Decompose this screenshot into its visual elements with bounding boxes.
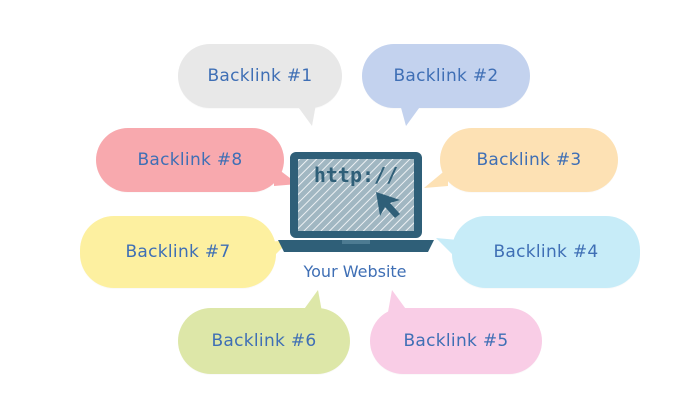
backlink-label-4: Backlink #4 bbox=[493, 242, 599, 262]
backlink-bubble-8: Backlink #8 bbox=[96, 128, 284, 192]
backlink-label-7: Backlink #7 bbox=[125, 242, 231, 262]
cursor-arrow-icon bbox=[376, 192, 400, 218]
backlink-bubble-5: Backlink #5 bbox=[370, 308, 542, 374]
backlink-label-6: Backlink #6 bbox=[211, 331, 317, 351]
backlink-bubble-2: Backlink #2 bbox=[362, 44, 530, 108]
backlink-bubble-1: Backlink #1 bbox=[178, 44, 342, 108]
backlink-bubble-7: Backlink #7 bbox=[80, 216, 276, 288]
backlink-bubble-4: Backlink #4 bbox=[452, 216, 640, 288]
laptop-base bbox=[278, 240, 434, 252]
backlink-label-2: Backlink #2 bbox=[393, 66, 499, 86]
backlink-label-3: Backlink #3 bbox=[476, 150, 582, 170]
url-text: http:// bbox=[314, 163, 398, 187]
bubble-tail-3 bbox=[424, 168, 448, 188]
bubble-tail-4 bbox=[436, 238, 458, 258]
bubble-tail-1 bbox=[296, 104, 316, 126]
your-website-label: Your Website bbox=[303, 262, 407, 281]
backlink-label-5: Backlink #5 bbox=[403, 331, 509, 351]
bubble-tail-6 bbox=[302, 290, 322, 312]
backlink-bubble-3: Backlink #3 bbox=[440, 128, 618, 192]
backlink-label-1: Backlink #1 bbox=[207, 66, 313, 86]
laptop-illustration: http:// bbox=[276, 148, 436, 258]
bubble-tail-5 bbox=[388, 290, 408, 312]
backlink-bubble-6: Backlink #6 bbox=[178, 308, 350, 374]
bubble-tail-2 bbox=[400, 104, 422, 126]
backlink-label-8: Backlink #8 bbox=[137, 150, 243, 170]
